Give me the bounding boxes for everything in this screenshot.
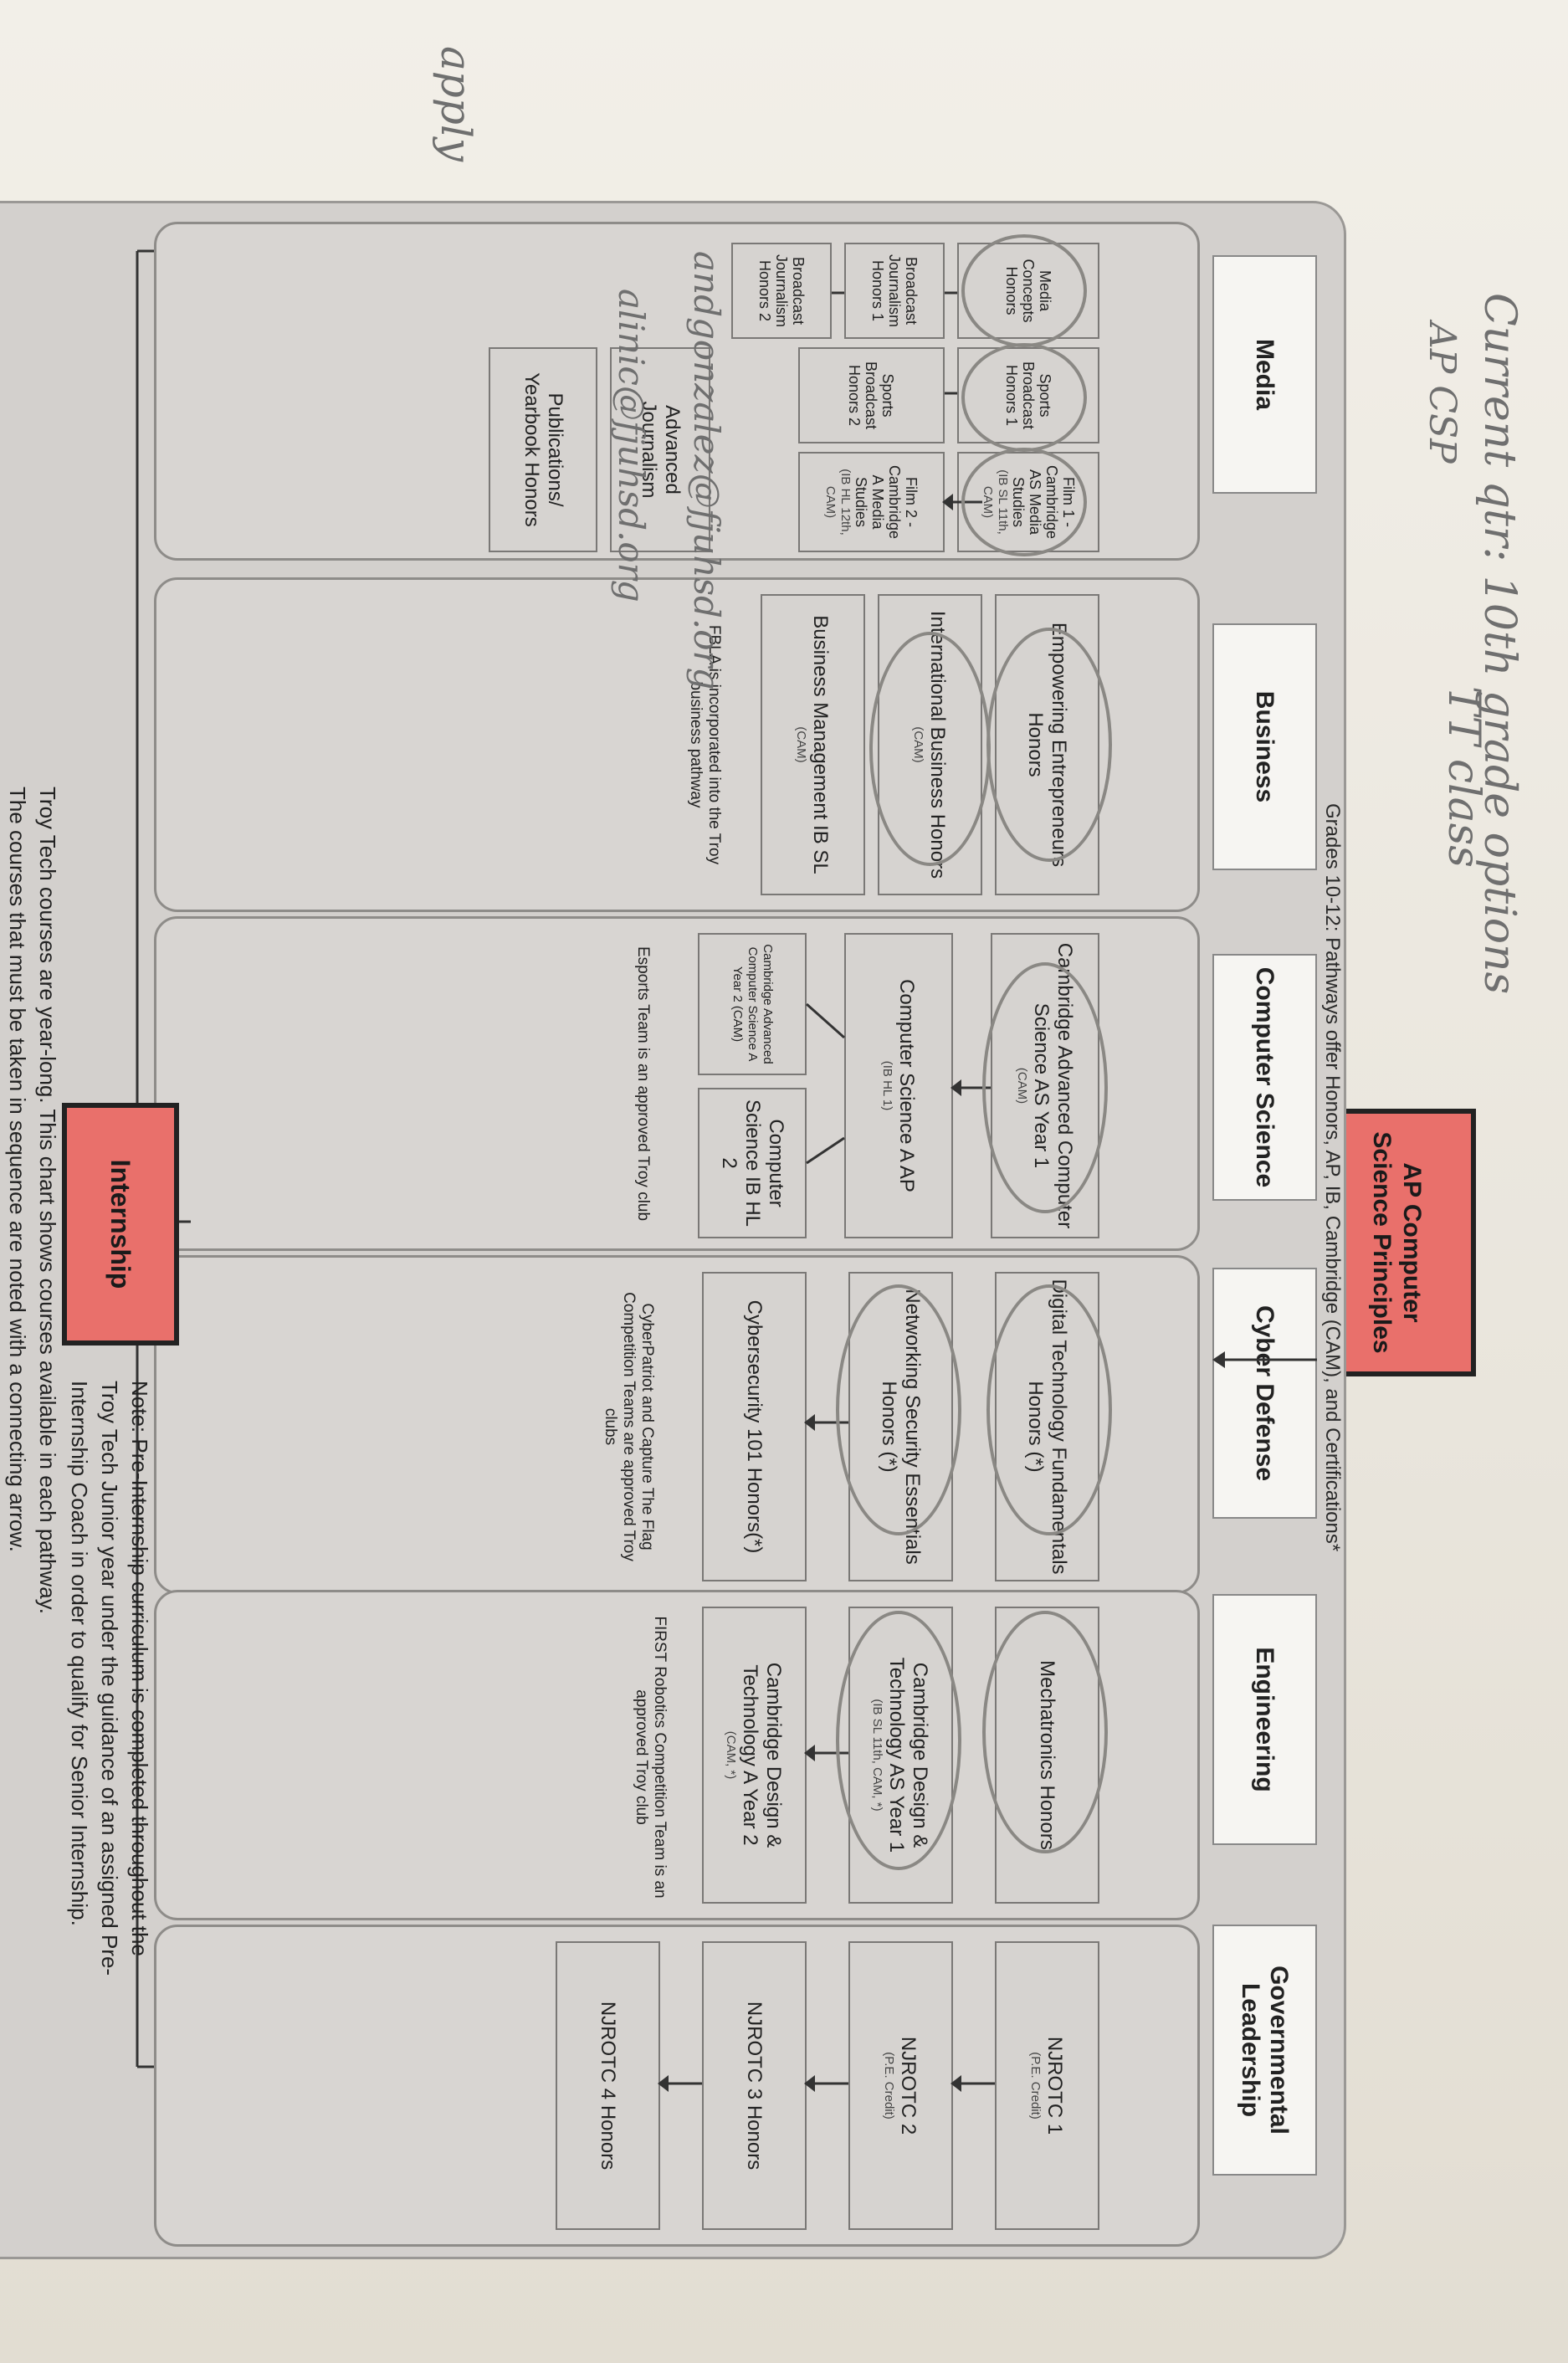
circle-networking-security	[836, 1284, 961, 1535]
footer-line-1: Troy Tech courses are year-long. This ch…	[35, 787, 60, 1614]
circle-cambridge-cs	[982, 962, 1108, 1213]
handwritten-email-andgonzalez: andgonzalez@fjuhsd.org	[686, 251, 727, 690]
circle-mechatronics	[982, 1611, 1108, 1853]
handwritten-apply: apply	[432, 46, 480, 162]
circle-international-business	[869, 632, 991, 866]
circle-empowering-entrepreneurs	[986, 628, 1112, 862]
circle-sports-broadcast	[961, 343, 1087, 452]
circle-film-1	[961, 448, 1087, 556]
note-line-2: Troy Tech Junior year under the guidance…	[97, 1381, 122, 1976]
note-line-1: Note: Pre-Internship curriculum is compl…	[127, 1381, 152, 1956]
handwritten-email-alinic: alinic@fjuhsd.org	[611, 289, 652, 602]
footer-line-2: The courses that must be taken in sequen…	[5, 787, 30, 1552]
internship-box: Internship	[62, 1103, 179, 1346]
circle-media-concepts	[961, 234, 1087, 347]
circle-digital-technology	[986, 1284, 1112, 1535]
circle-cambridge-design	[836, 1611, 961, 1870]
note-line-3: Internship Coach in order to qualify for…	[67, 1381, 92, 1926]
